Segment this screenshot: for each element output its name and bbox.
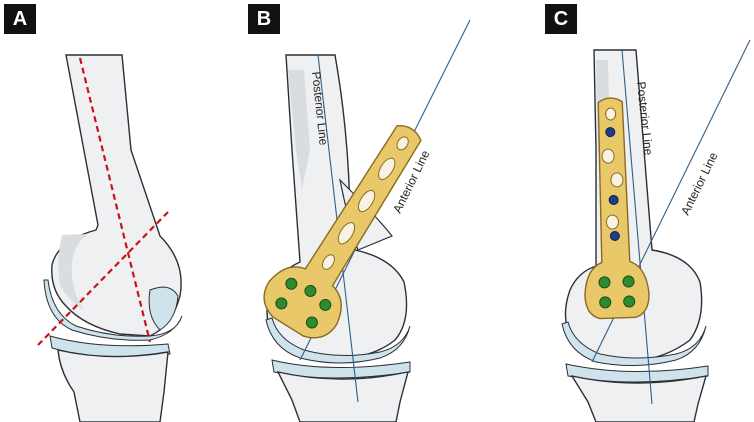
femur-a — [51, 54, 182, 337]
locking-screw-b-2 — [304, 284, 317, 297]
posterior-line-c — [621, 49, 653, 405]
plate-c-body — [584, 97, 650, 320]
locking-screw-c-4 — [623, 295, 636, 308]
panel-label-c: C — [545, 4, 577, 34]
cortical-screw-c-2 — [608, 195, 619, 206]
locking-screw-c-1 — [598, 276, 611, 289]
cartilage-b — [265, 317, 411, 364]
locking-screw-c-3 — [599, 296, 612, 309]
locking-screw-b-3 — [319, 298, 332, 311]
plate-b-hole-4 — [337, 222, 356, 245]
femur-a-shade — [58, 234, 88, 310]
plate-b — [263, 125, 422, 339]
plate-b-hole-3 — [357, 189, 376, 213]
locking-screw-b-5 — [305, 316, 318, 329]
plate-b-hole-2 — [378, 157, 396, 180]
locking-screw-c-2 — [622, 275, 635, 288]
tibia-c — [570, 374, 707, 422]
osteotomy-line-distal — [37, 211, 169, 346]
plate-b-hole-1 — [396, 136, 409, 151]
osteotomy-line-shaft — [78, 57, 152, 343]
condyle-cartilage-a — [148, 286, 179, 331]
plate-c-hole-1 — [605, 107, 617, 121]
panel-b: Posterior Line Anterior Line — [263, 19, 471, 422]
plate-c-hole-3 — [610, 172, 624, 188]
femur-b-shade — [288, 70, 310, 190]
plate-b-hole-5 — [321, 254, 335, 270]
panel-a — [37, 54, 183, 422]
plate-c-hole-4 — [605, 214, 619, 230]
tibia-b — [276, 370, 409, 422]
cortical-screw-c-1 — [605, 127, 616, 138]
tibia-a — [57, 349, 169, 422]
locking-screw-b-1 — [285, 277, 298, 290]
panel-label-a: A — [4, 4, 36, 34]
panel-label-b: B — [248, 4, 280, 34]
locking-screw-b-4 — [275, 297, 288, 310]
anterior-line-label-c: Anterior Line — [678, 150, 721, 218]
plate-c-hole-2 — [601, 148, 615, 164]
cortical-screw-c-3 — [609, 230, 620, 241]
cartilage-c — [561, 321, 707, 367]
panel-c: Posterior Line Anterior Line — [561, 39, 751, 422]
plate-c — [584, 97, 650, 320]
cartilage-a — [43, 279, 183, 341]
